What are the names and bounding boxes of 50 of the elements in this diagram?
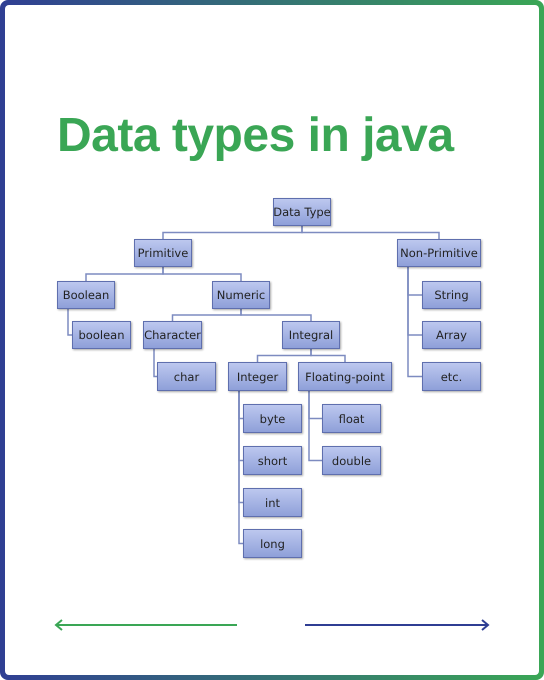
node-box (57, 281, 115, 309)
node-box (322, 446, 381, 475)
node-label: Character (144, 328, 201, 342)
connector-line (238, 391, 243, 544)
node-box (273, 198, 331, 226)
node-box (322, 404, 381, 433)
node-label: char (174, 370, 200, 384)
node-label: short (258, 454, 288, 468)
node-box (134, 239, 192, 267)
node-label: int (265, 496, 280, 510)
connector-line (407, 267, 422, 378)
connector-line (308, 391, 322, 462)
node-box (243, 529, 302, 558)
node-label: String (434, 288, 469, 302)
connector-line (310, 349, 346, 362)
node-box (422, 281, 481, 309)
node-label: Array (436, 328, 467, 342)
node-box (243, 404, 302, 433)
node-label: Integer (236, 370, 278, 384)
node-label: float (338, 412, 364, 426)
connector-line (153, 349, 157, 378)
connector-line (301, 226, 440, 239)
node-label: Primitive (138, 246, 188, 260)
node-box (282, 321, 340, 349)
node-label: double (332, 454, 372, 468)
node-box (243, 446, 302, 475)
node-box (243, 488, 302, 517)
node-box (212, 281, 270, 309)
node-box (157, 362, 216, 391)
node-label: Boolean (62, 288, 110, 302)
node-box (228, 362, 287, 391)
connector-line (240, 309, 312, 321)
title: Data types in java (57, 108, 454, 163)
node-box (422, 362, 481, 391)
node-label: Integral (288, 328, 334, 342)
node-box (397, 239, 481, 267)
node-box (422, 321, 481, 349)
node-label: long (260, 536, 285, 550)
node-box (143, 321, 202, 349)
node-box (72, 321, 131, 349)
node-label: byte (260, 412, 286, 426)
node-label: Non-Primitive (400, 246, 478, 260)
node-box (298, 362, 392, 391)
connector-line (67, 309, 72, 336)
node-label: boolean (78, 328, 124, 342)
node-label: Floating-point (305, 370, 385, 384)
node-label: Numeric (216, 288, 266, 302)
connector-line (162, 267, 242, 281)
node-label: etc. (440, 370, 462, 384)
node-label: Data Type (273, 205, 331, 219)
